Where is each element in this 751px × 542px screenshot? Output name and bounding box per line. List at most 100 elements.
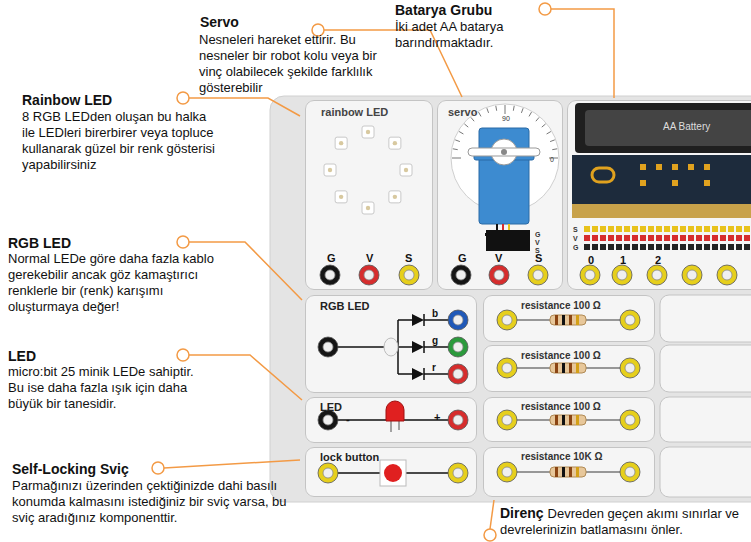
header-pin	[592, 235, 598, 241]
terminal	[647, 265, 667, 285]
pin-label: 0	[550, 156, 554, 164]
pin-label: b	[432, 308, 438, 319]
header-pin	[696, 235, 702, 241]
header-pin	[656, 235, 662, 241]
terminal-hole	[652, 270, 662, 280]
resistor-panel: resistance 100 Ω	[483, 345, 655, 392]
terminal-hole	[364, 270, 374, 280]
terminal-hole	[456, 270, 466, 280]
resistor-band	[555, 363, 558, 373]
header-pin	[600, 244, 606, 250]
callout-heading: Direnç	[500, 505, 544, 521]
resistor-band	[562, 315, 565, 325]
dial-tick	[542, 124, 546, 127]
header-pin	[664, 235, 670, 241]
pin-label: -	[346, 413, 350, 425]
rgb-led-pixel	[400, 164, 412, 176]
terminal-hole	[722, 270, 732, 280]
header-pin	[592, 226, 598, 232]
terminal-hole	[533, 270, 543, 280]
resistor-panel: resistance 100 Ω	[483, 397, 655, 442]
terminal-hole	[453, 369, 463, 379]
rgb-led-pixel	[324, 164, 336, 176]
terminal	[497, 310, 517, 330]
header-pin	[664, 226, 670, 232]
terminal	[399, 265, 419, 285]
header-pin	[584, 244, 590, 250]
terminal-hole	[502, 415, 512, 425]
terminal	[620, 358, 640, 378]
resistor-band	[569, 363, 572, 373]
terminal	[682, 265, 702, 285]
servo-horn	[468, 148, 540, 156]
header-pin	[720, 226, 726, 232]
terminal-hole	[585, 270, 595, 280]
callout-body: Parmağınızı üzerinden çektiğinizde dahi …	[12, 478, 302, 526]
terminal	[717, 265, 737, 285]
microbit-board	[572, 155, 751, 212]
resistor-band	[576, 363, 579, 373]
dial-tick	[550, 140, 555, 142]
resistor-band	[555, 467, 558, 477]
terminal	[448, 463, 468, 483]
leader-dots	[152, 3, 551, 541]
terminal-hole	[453, 415, 463, 425]
header-pin	[608, 226, 614, 232]
diode-symbols	[412, 314, 424, 380]
callout-heading: RGB LED	[8, 235, 178, 251]
header-pin	[736, 235, 742, 241]
terminal	[448, 364, 468, 384]
rgb-led-pixel	[362, 126, 374, 138]
resistor-band	[562, 415, 565, 425]
header-pin	[616, 226, 622, 232]
terminal	[497, 462, 517, 482]
terminal	[528, 265, 548, 285]
header-pin	[680, 235, 686, 241]
resistor-panel: resistance 100 Ω	[483, 295, 655, 342]
microbit-logo	[592, 164, 710, 186]
pin-label: S	[405, 252, 412, 264]
terminal-hole	[502, 363, 512, 373]
dial-tick	[479, 112, 482, 116]
terminal-hole	[323, 342, 333, 352]
header-pin	[680, 226, 686, 232]
led-panel: LED-+	[305, 397, 477, 443]
header-pin	[744, 244, 750, 250]
resistor-body	[550, 363, 586, 373]
rgb-wiring	[337, 314, 449, 380]
panel-title: resistance 100 Ω	[521, 401, 601, 412]
callout-body: micro:bit 25 minik LEDe sahiptir. Bu ise…	[8, 364, 213, 412]
terminal	[448, 337, 468, 357]
header-pin	[640, 226, 646, 232]
callout-body: Normal LEDe göre daha fazla kablo gereke…	[8, 251, 220, 315]
led-ring-panel: rainbow LEDGVS	[305, 100, 433, 290]
pin-label: V	[366, 252, 373, 264]
dial-tick	[455, 140, 460, 142]
partial-panels	[660, 295, 751, 497]
dial-tick	[547, 132, 551, 135]
terminal-hole	[687, 270, 697, 280]
pixel-chip	[404, 168, 408, 172]
callout-body: Nesneleri hareket ettirir. Bu nesneler b…	[199, 32, 379, 96]
terminal-hole	[625, 315, 635, 325]
header-pin	[584, 226, 590, 232]
header-pin	[712, 226, 718, 232]
terminal	[448, 410, 468, 430]
pin-label: +	[434, 411, 440, 423]
leader-lines	[164, 9, 614, 529]
pin-label: 0	[588, 254, 594, 266]
panel-title: RGB LED	[320, 300, 370, 312]
terminal-hole	[323, 468, 333, 478]
rgb-led-pixel	[389, 191, 401, 203]
rgb-led-panel: RGB LEDbgr	[305, 295, 477, 393]
terminals	[318, 265, 737, 483]
header-pin	[600, 226, 606, 232]
pin-label: g	[432, 335, 438, 346]
header-pin	[696, 226, 702, 232]
header-pin	[720, 244, 726, 250]
header-pin	[728, 226, 734, 232]
board	[270, 96, 751, 502]
callout-heading: Servo	[200, 14, 380, 30]
battery-panel: AA BatterySVG012	[567, 100, 751, 290]
header-pin	[712, 244, 718, 250]
